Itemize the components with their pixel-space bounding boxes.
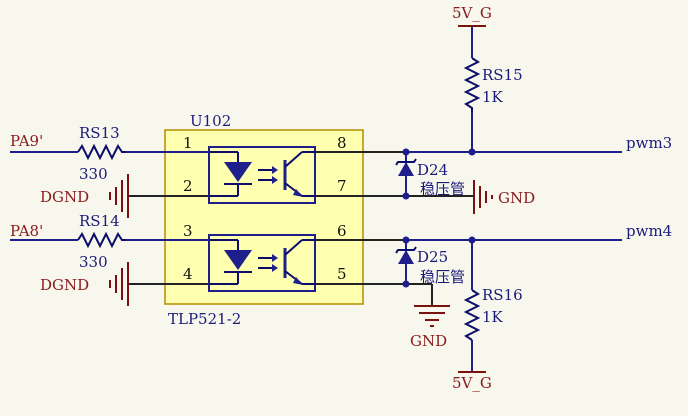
dgnd-symbol-1 bbox=[109, 174, 129, 218]
pin-3: 3 bbox=[183, 222, 193, 240]
d24-description: 稳压管 bbox=[420, 180, 465, 198]
optocoupler-2 bbox=[208, 234, 316, 292]
net-label-pwm4: pwm4 bbox=[626, 222, 672, 240]
output-wires bbox=[315, 26, 622, 372]
dgnd-label-1: DGND bbox=[40, 188, 89, 206]
input-wires bbox=[10, 151, 209, 285]
net-label-pwm3: pwm3 bbox=[626, 134, 672, 152]
gnd-label-2: GND bbox=[410, 332, 447, 350]
ic-body-u102[interactable] bbox=[164, 129, 364, 305]
optocoupler-1 bbox=[208, 146, 316, 204]
rs14-ref: RS14 bbox=[79, 212, 120, 230]
resistor-rs13[interactable] bbox=[77, 143, 126, 161]
resistor-rs16[interactable] bbox=[463, 289, 481, 341]
ic-part-number: TLP521-2 bbox=[168, 310, 241, 328]
zener-diode-d24[interactable] bbox=[395, 158, 417, 176]
rs14-value: 330 bbox=[79, 253, 108, 271]
pin-7: 7 bbox=[337, 177, 347, 195]
pin-6: 6 bbox=[337, 222, 347, 240]
resistor-rs14[interactable] bbox=[77, 231, 126, 249]
vcc-label-bottom: 5V_G bbox=[452, 374, 492, 392]
pin-4: 4 bbox=[183, 265, 193, 283]
dgnd-label-2: DGND bbox=[40, 276, 89, 294]
vcc-label-top: 5V_G bbox=[452, 4, 492, 22]
pin-8: 8 bbox=[337, 134, 347, 152]
d25-description: 稳压管 bbox=[420, 268, 465, 286]
pin-2: 2 bbox=[183, 177, 193, 195]
rs16-ref: RS16 bbox=[482, 286, 523, 304]
ic-designator: U102 bbox=[190, 112, 231, 130]
rs15-value: 1K bbox=[482, 88, 504, 106]
rs15-ref: RS15 bbox=[482, 66, 523, 84]
pin-1: 1 bbox=[183, 134, 193, 152]
gnd-label-1: GND bbox=[498, 189, 535, 207]
pin-5: 5 bbox=[337, 265, 347, 283]
rs16-value: 1K bbox=[482, 308, 504, 326]
dgnd-symbol-2 bbox=[109, 262, 129, 306]
rs13-ref: RS13 bbox=[79, 124, 120, 142]
gnd-symbol-2 bbox=[414, 305, 450, 327]
resistor-rs15[interactable] bbox=[463, 57, 481, 112]
net-label-pa8: PA8' bbox=[10, 222, 43, 240]
zener-diode-d25[interactable] bbox=[395, 246, 417, 264]
gnd-symbol-1 bbox=[473, 180, 493, 214]
rs13-value: 330 bbox=[79, 165, 108, 183]
net-label-pa9: PA9' bbox=[10, 132, 43, 150]
d25-ref: D25 bbox=[417, 248, 448, 266]
junction-dots bbox=[402, 148, 476, 288]
d24-ref: D24 bbox=[417, 161, 448, 179]
